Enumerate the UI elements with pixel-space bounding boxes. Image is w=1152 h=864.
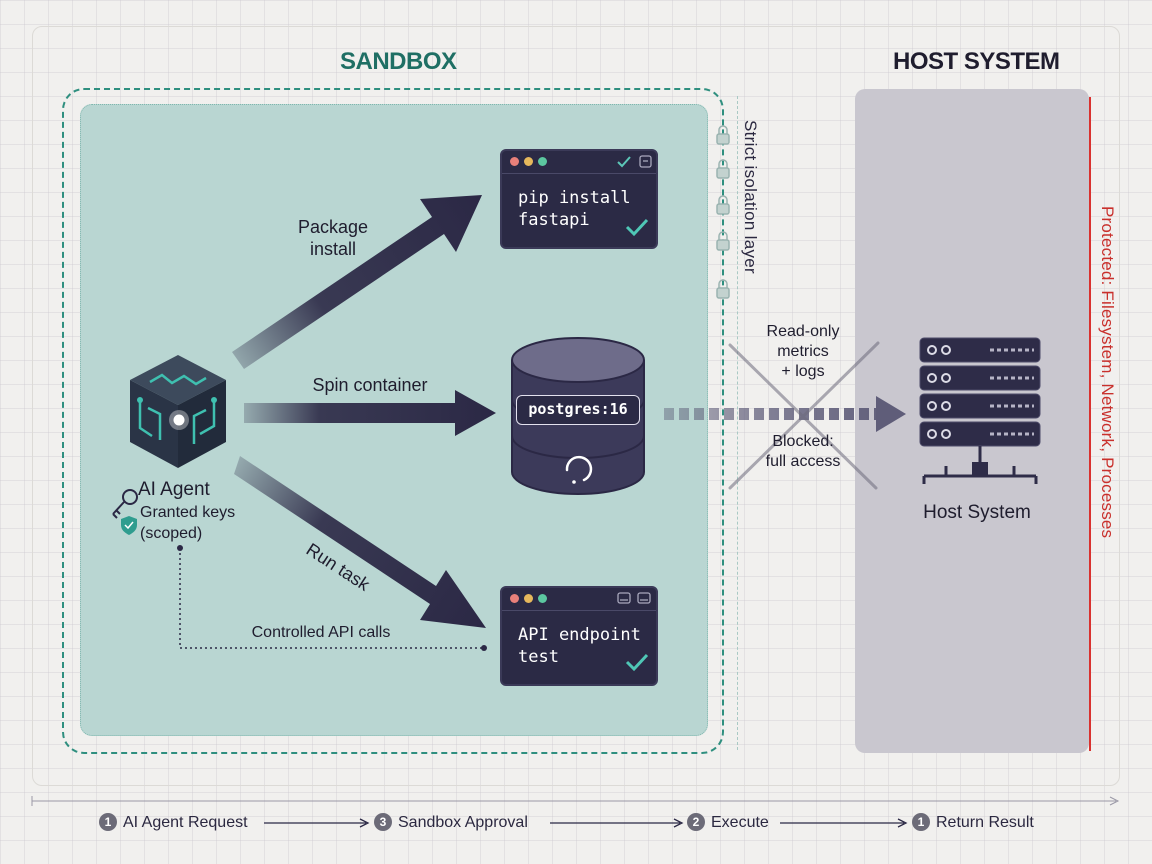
host-system-label: Host System xyxy=(923,502,1031,523)
host-channel-arrow xyxy=(664,396,906,432)
terminal-titlebar xyxy=(502,151,656,174)
isolation-label: Strict isolation layer xyxy=(741,120,760,274)
terminal-api-test: API endpoint test xyxy=(500,586,658,686)
spin-container-label: Spin container xyxy=(312,375,428,395)
close-dot-icon xyxy=(510,157,519,166)
success-check-icon xyxy=(625,218,649,237)
padlock-icons xyxy=(716,125,730,299)
bottom-timeline xyxy=(31,796,1120,806)
maximize-dot-icon xyxy=(538,594,547,603)
sandbox-title: SANDBOX xyxy=(340,48,457,75)
package-install-label: Package install xyxy=(297,217,369,259)
check-window-icon xyxy=(617,155,652,168)
step-number: 1 xyxy=(912,813,930,831)
sandbox-boundary xyxy=(62,88,724,754)
database-label: postgres:16 xyxy=(516,395,640,425)
minimize-dot-icon xyxy=(524,157,533,166)
success-check-icon xyxy=(625,653,649,672)
minimize-dot-icon xyxy=(524,594,533,603)
arrow-package-install xyxy=(232,195,482,369)
terminal-command: API endpoint test xyxy=(518,625,641,667)
step-number: 2 xyxy=(687,813,705,831)
terminal-pip-install: pip install fastapi xyxy=(500,149,658,249)
isolation-line xyxy=(737,96,738,750)
flow-arrows xyxy=(264,818,908,828)
arrow-run-task xyxy=(234,456,486,628)
ai-agent-cube-icon xyxy=(130,355,226,468)
close-dot-icon xyxy=(510,594,519,603)
agent-keys: Granted keys (scoped) xyxy=(140,504,236,542)
protected-label: Protected: Filesystem, Network, Processe… xyxy=(1098,206,1117,539)
blocked-label: Blocked: full access xyxy=(765,433,841,470)
window-controls-icon xyxy=(617,592,651,604)
database-icon xyxy=(511,337,645,495)
spinner-icon xyxy=(565,455,593,484)
diagram-frame xyxy=(32,26,1120,786)
agent-name: AI Agent xyxy=(138,479,210,500)
step-number: 3 xyxy=(374,813,392,831)
controlled-api-label: Controlled API calls xyxy=(251,624,391,641)
terminal-titlebar xyxy=(502,588,656,611)
maximize-dot-icon xyxy=(538,157,547,166)
controlled-api-path xyxy=(179,548,484,649)
terminal-command: pip install fastapi xyxy=(518,188,631,230)
step-number: 1 xyxy=(99,813,117,831)
shield-icon xyxy=(121,516,137,535)
key-icon xyxy=(112,489,138,519)
blocked-x-icon xyxy=(728,341,880,490)
arrow-spin-container xyxy=(244,390,496,436)
server-icon xyxy=(919,337,1041,484)
host-system-title: HOST SYSTEM xyxy=(893,48,1060,75)
read-only-label: Read-only metrics + logs xyxy=(766,323,840,380)
protected-boundary-line xyxy=(1089,97,1091,751)
